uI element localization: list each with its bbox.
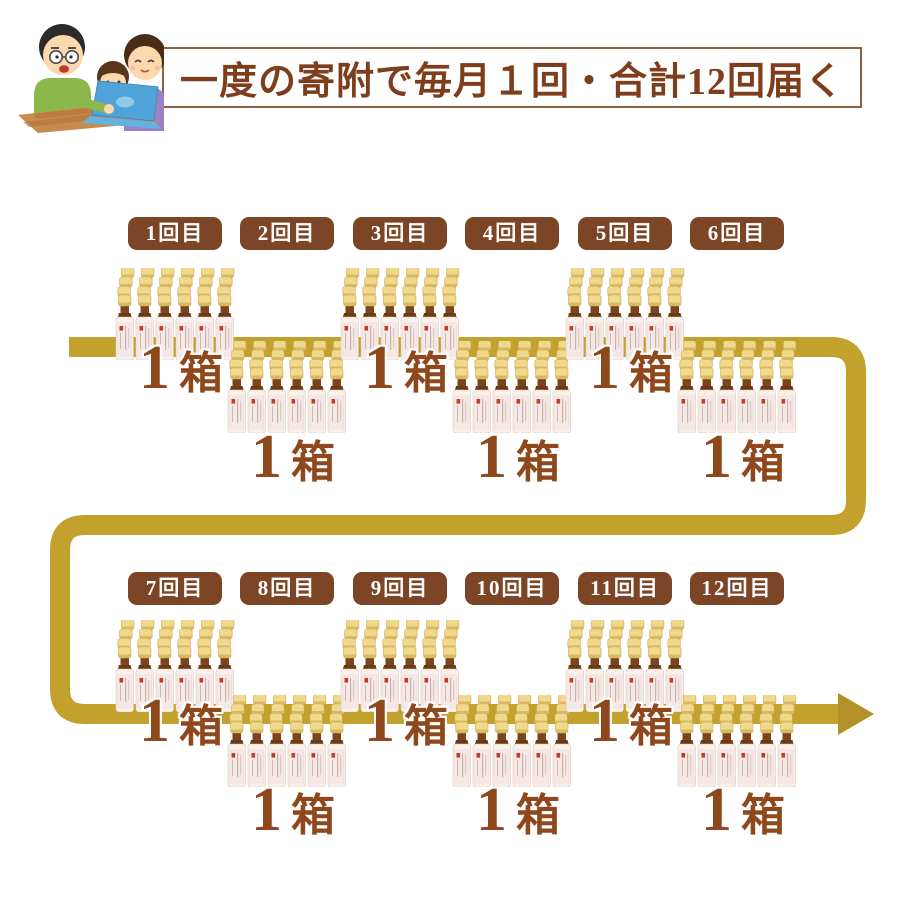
bottle-case-image: [449, 694, 575, 788]
title-banner: 一度の寄附で毎月１回・合計12回届く: [162, 47, 862, 108]
delivery-badge: 4回目: [465, 217, 559, 250]
bottle-case-image: [562, 619, 688, 713]
delivery-badge: 5回目: [578, 217, 672, 250]
route-line: [50, 337, 866, 724]
bottle-case-image: [224, 694, 350, 788]
delivery-badge: 11回目: [578, 572, 672, 605]
route-arrowhead-icon: [838, 693, 874, 735]
delivery-badge: 3回目: [353, 217, 447, 250]
bottle-case-image: [337, 619, 463, 713]
pointing-hand: [70, 95, 114, 114]
bottle-case-image: [674, 694, 800, 788]
bottle-case-image: [112, 267, 238, 361]
delivery-badge: 8回目: [240, 572, 334, 605]
bottle-case-image: [224, 340, 350, 434]
delivery-badge: 6回目: [690, 217, 784, 250]
delivery-badge: 12回目: [690, 572, 784, 605]
delivery-badge: 9回目: [353, 572, 447, 605]
bottle-case-image: [112, 619, 238, 713]
delivery-badge: 2回目: [240, 217, 334, 250]
delivery-badge: 7回目: [128, 572, 222, 605]
bottle-case-image: [449, 340, 575, 434]
bottle-case-image: [562, 267, 688, 361]
family-using-laptop-illustration: [18, 24, 164, 133]
page-title: 一度の寄附で毎月１回・合計12回届く: [179, 61, 844, 103]
bottle-case-image: [674, 340, 800, 434]
bottle-case-image: [337, 267, 463, 361]
delivery-badge: 1回目: [128, 217, 222, 250]
delivery-badge: 10回目: [465, 572, 559, 605]
